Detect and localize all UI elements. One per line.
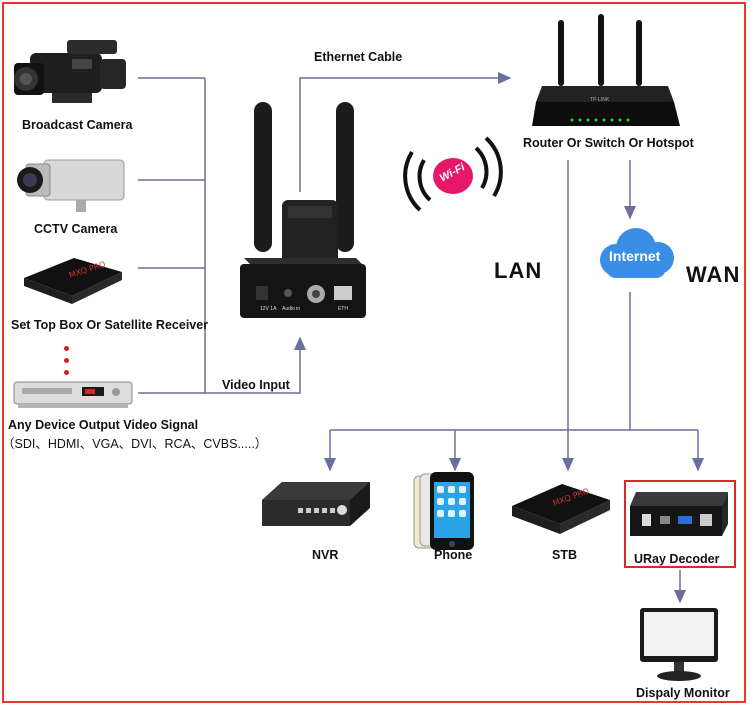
encoder-eth-port: ETH — [338, 306, 348, 312]
stb-label: STB — [552, 548, 577, 562]
ethernet-line — [299, 72, 512, 192]
cctv-camera-image — [17, 159, 125, 212]
cctv-camera-label: CCTV Camera — [34, 222, 118, 236]
wan-label: WAN — [686, 262, 741, 287]
dot — [64, 358, 69, 363]
set-top-box-image: MXQ PRO — [24, 258, 122, 304]
router-brand: TP-LINK — [590, 97, 610, 103]
encoder-power-port: 12V 1A — [260, 306, 277, 312]
nvr-label: NVR — [312, 548, 339, 562]
dot — [64, 346, 69, 351]
nvr-image — [262, 482, 370, 526]
signal-types-label: （SDI、HDMI、VGA、DVI、RCA、CVBS.....） — [2, 437, 268, 451]
encoder-audio-port: Audio in — [282, 306, 301, 312]
dot — [64, 370, 69, 375]
internet-label: Internet — [609, 248, 661, 264]
decoder-label: URay Decoder — [634, 552, 720, 566]
decoder-image — [630, 492, 728, 536]
phone-label: Phone — [434, 548, 473, 562]
wifi-icon — [403, 136, 503, 212]
broadcast-camera-image — [14, 40, 126, 103]
video-input-label: Video Input — [222, 378, 290, 392]
internet-cloud-icon — [600, 228, 674, 278]
router-label: Router Or Switch Or Hotspot — [523, 136, 694, 150]
lan-label: LAN — [494, 258, 543, 283]
stb-output-image: MXQ PRO — [512, 484, 610, 534]
phone-image — [413, 472, 474, 550]
router-image — [532, 14, 680, 126]
set-top-box-label: Set Top Box Or Satellite Receiver — [11, 318, 209, 332]
encoder-device-image — [240, 102, 366, 318]
ethernet-cable-label: Ethernet Cable — [314, 50, 403, 64]
any-device-label: Any Device Output Video Signal — [8, 418, 199, 432]
monitor-image — [640, 608, 718, 681]
monitor-label: Dispaly Monitor — [636, 686, 730, 700]
decoder-highlight-box — [624, 480, 736, 568]
any-device-line — [138, 336, 306, 394]
dvd-player-image — [13, 381, 133, 408]
broadcast-camera-label: Broadcast Camera — [22, 118, 133, 132]
